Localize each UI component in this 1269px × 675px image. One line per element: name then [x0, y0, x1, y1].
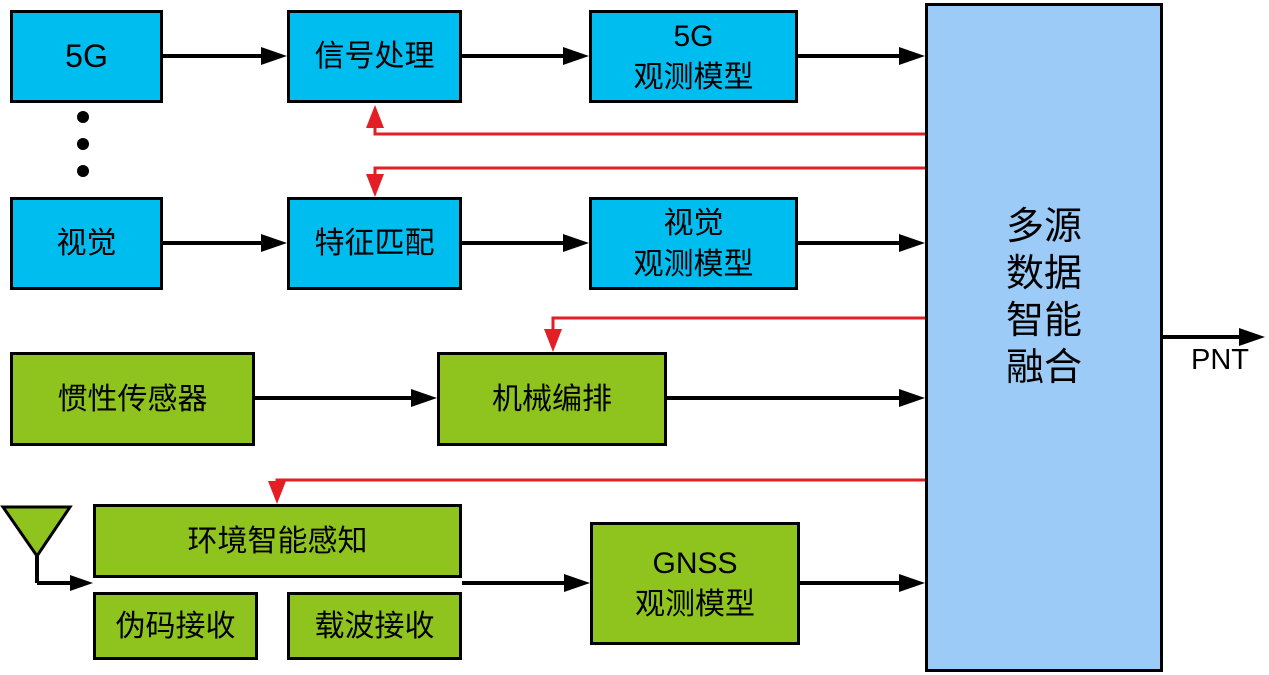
- arrow-vision-model-to-fusion: [797, 234, 925, 252]
- arrow-vision-to-feature: [163, 234, 287, 252]
- feedback-fusion-to-mech: [544, 316, 925, 352]
- node-multisource-fusion: 多源 数据 智能 融合: [925, 3, 1163, 672]
- node-carrier-receiver: 载波接收: [287, 592, 462, 660]
- arrow-5g-model-to-fusion: [797, 47, 925, 65]
- arrow-5g-to-signal: [163, 47, 287, 65]
- feedback-fusion-to-env: [268, 478, 925, 504]
- arrow-imu-to-mech: [255, 389, 437, 407]
- antenna-icon: [0, 505, 73, 583]
- node-mechanization: 机械编排: [437, 352, 667, 446]
- node-gnss-observation-model: GNSS 观测模型: [590, 522, 800, 645]
- node-vision: 视觉: [10, 197, 163, 290]
- feedback-fusion-to-signal: [366, 105, 925, 136]
- feedback-fusion-to-feature: [366, 166, 925, 197]
- node-inertial-sensor: 惯性传感器: [10, 352, 255, 446]
- arrow-gnss-model-to-fusion: [800, 574, 925, 592]
- node-feature-matching: 特征匹配: [287, 197, 462, 290]
- node-environment-sensing: 环境智能感知: [93, 504, 462, 578]
- node-5g-observation-model: 5G 观测模型: [589, 10, 798, 103]
- pnt-output-label: PNT: [1191, 344, 1249, 376]
- node-vision-observation-model: 视觉 观测模型: [589, 197, 798, 290]
- node-pseudocode-receiver: 伪码接收: [93, 592, 258, 660]
- ellipsis-dots-icon: [77, 111, 89, 177]
- arrow-mech-to-fusion: [667, 389, 925, 407]
- arrow-feature-to-vision-model: [460, 234, 589, 252]
- node-signal-processing: 信号处理: [287, 10, 462, 103]
- arrow-env-to-gnss-model: [462, 574, 590, 592]
- node-5g: 5G: [10, 10, 163, 103]
- arrow-signal-to-5g-model: [460, 47, 589, 65]
- arrow-antenna-to-env: [37, 575, 93, 591]
